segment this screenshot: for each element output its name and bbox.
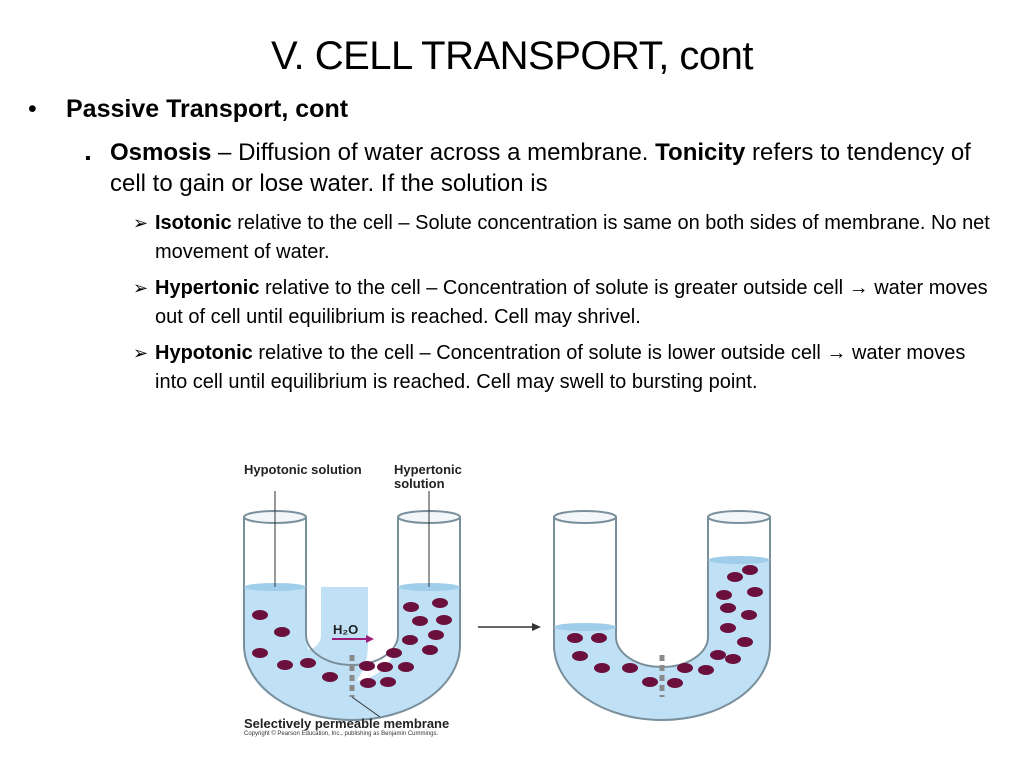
- solute-particles-after: [567, 565, 763, 688]
- tube-after-right-rim: [707, 510, 771, 524]
- osmosis-definition: – Diffusion of water across a membrane.: [211, 139, 656, 166]
- hypotonic-text: Hypotonic relative to the cell – Concent…: [155, 339, 1003, 397]
- copyright-notice: Copyright © Pearson Education, Inc., pub…: [244, 731, 439, 737]
- arrow-bullet-marker: ➢: [133, 213, 149, 233]
- hypertonic-text: Hypertonic relative to the cell – Concen…: [155, 274, 1003, 332]
- square-bullet-marker: ▪: [85, 150, 91, 167]
- hypotonic-definition: relative to the cell – Concentration of …: [155, 342, 966, 393]
- hypertonic-definition: relative to the cell – Concentration of …: [155, 277, 988, 328]
- arrow-bullet-marker: ➢: [133, 343, 149, 363]
- transition-arrowhead: [532, 623, 541, 631]
- term-hypertonic: Hypertonic: [155, 277, 260, 299]
- tube-after-left-rim: [553, 510, 617, 524]
- term-osmosis: Osmosis: [110, 139, 212, 166]
- isotonic-definition: relative to the cell – Solute concentrat…: [155, 212, 990, 263]
- water-after-full: [554, 560, 770, 720]
- slide-title: V. CELL TRANSPORT, cont: [270, 34, 754, 78]
- u-tube-illustration: [243, 491, 771, 721]
- solute-particles-before: [252, 598, 452, 688]
- water-before-full: [244, 587, 460, 720]
- leader-membrane: [351, 696, 381, 718]
- label-selectively-permeable-membrane: Selectively permeable membrane: [244, 716, 450, 731]
- water-after-surface-right: [708, 556, 770, 564]
- term-isotonic: Isotonic: [155, 212, 232, 234]
- osmosis-text: Osmosis – Diffusion of water across a me…: [110, 137, 990, 199]
- tonicity-definition: refers to tendency of cell to gain or lo…: [110, 139, 971, 197]
- u-tube-after: [553, 510, 771, 721]
- arrow-bullet-marker: ➢: [133, 278, 149, 298]
- bullet-text: Passive Transport, cont: [66, 95, 349, 123]
- osmosis-u-tube-figure: Hypotonic solution Hypertonic solution H…: [230, 455, 790, 755]
- label-hypotonic-solution: Hypotonic solution: [244, 462, 362, 477]
- water-after-surface-left: [554, 623, 616, 631]
- term-hypotonic: Hypotonic: [155, 342, 253, 364]
- label-h2o: H₂O: [333, 622, 359, 637]
- h2o-arrowhead: [366, 635, 374, 643]
- u-tube-before: [243, 491, 461, 721]
- term-tonicity: Tonicity: [655, 139, 746, 166]
- isotonic-text: Isotonic relative to the cell – Solute c…: [155, 209, 1003, 267]
- label-hypertonic-solution: Hypertonic solution: [394, 462, 462, 491]
- bullet-marker: •: [28, 95, 37, 123]
